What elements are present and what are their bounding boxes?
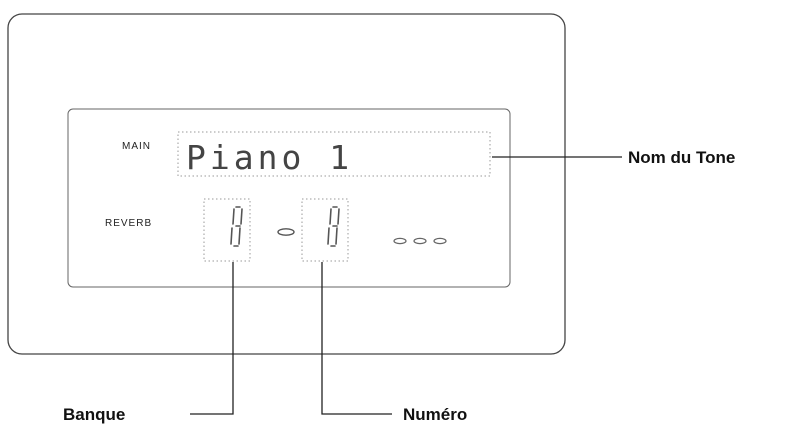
reverb-tag: REVERB <box>105 218 152 229</box>
bank-label: Banque <box>63 405 125 424</box>
number-leader <box>321 262 392 415</box>
bank-number-separator <box>277 228 295 236</box>
tone-name-field <box>177 131 491 177</box>
bank-digit-field <box>203 198 251 262</box>
number-label: Numéro <box>403 405 467 424</box>
number-digit-field <box>301 198 349 262</box>
tone-name-text: Piano 1 <box>186 138 353 177</box>
tone-name-label: Nom du Tone <box>628 148 735 167</box>
bank-leader <box>190 262 234 415</box>
lcd-window <box>67 108 511 288</box>
number-digit <box>327 206 340 247</box>
main-tag: MAIN <box>122 141 151 152</box>
effect-indicators <box>393 237 447 245</box>
bank-digit <box>230 206 243 247</box>
